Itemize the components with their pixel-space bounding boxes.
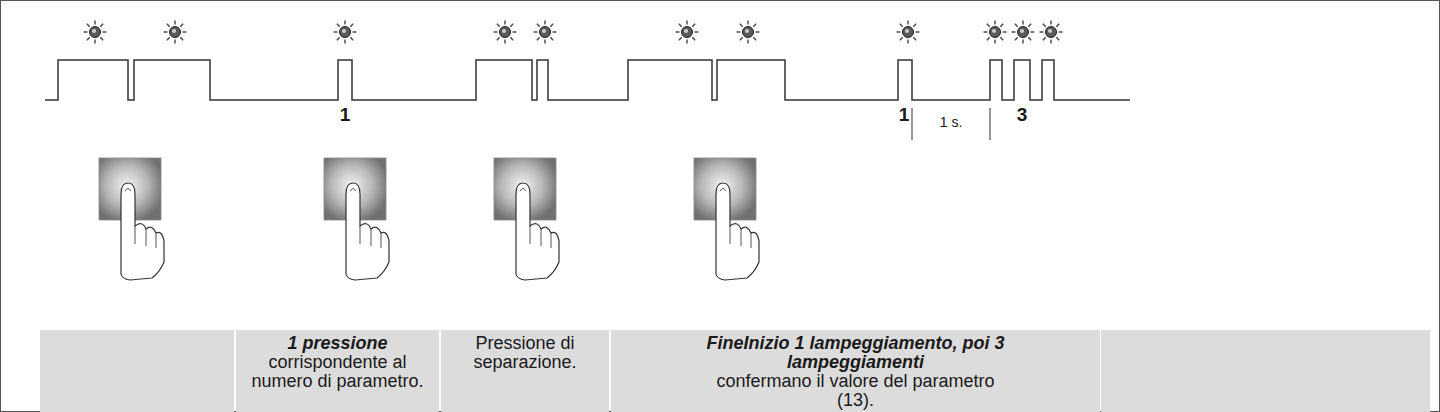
led-symbol — [984, 21, 1007, 44]
signal-waveform — [45, 60, 1130, 100]
press-button-icon — [324, 158, 389, 280]
led-symbol — [737, 21, 760, 44]
caption-cell: FineInizio 1 lampeggiamento, poi 3 lampe… — [611, 330, 1100, 412]
caption-text: FineInizio 1 lampeggiamento, poi 3 lampe… — [706, 334, 1006, 372]
led-symbol — [494, 21, 517, 44]
time-tick — [990, 108, 991, 140]
led-symbol — [534, 21, 557, 44]
led-symbol — [1040, 21, 1063, 44]
pulse-count: 1 — [897, 104, 912, 126]
led-symbol — [84, 21, 107, 44]
band-end — [1101, 330, 1430, 412]
led-symbol — [897, 21, 920, 44]
press-button-icon — [99, 158, 164, 280]
caption-cell: Pressione di separazione. — [441, 330, 609, 412]
pulse-count: 3 — [1015, 104, 1030, 126]
pulse-count: 1 — [338, 104, 353, 126]
caption-text: 1 pressione — [248, 334, 428, 353]
press-button-icon — [694, 158, 759, 280]
time-tick — [912, 108, 913, 140]
caption-text: confermano il valore del parametro (13). — [706, 372, 1006, 410]
caption-text: corrispondente al numero di parametro. — [248, 353, 428, 391]
empty-cell — [40, 330, 234, 412]
caption-text: Pressione di separazione. — [465, 334, 585, 372]
led-symbol — [334, 21, 357, 44]
caption-cell: 1 pressionecorrispondente al numero di p… — [236, 330, 439, 412]
led-symbol — [676, 21, 699, 44]
led-symbol — [1012, 21, 1035, 44]
led-symbol — [164, 21, 187, 44]
press-button-icon — [494, 158, 559, 280]
time-interval: 1 s. — [938, 114, 965, 130]
